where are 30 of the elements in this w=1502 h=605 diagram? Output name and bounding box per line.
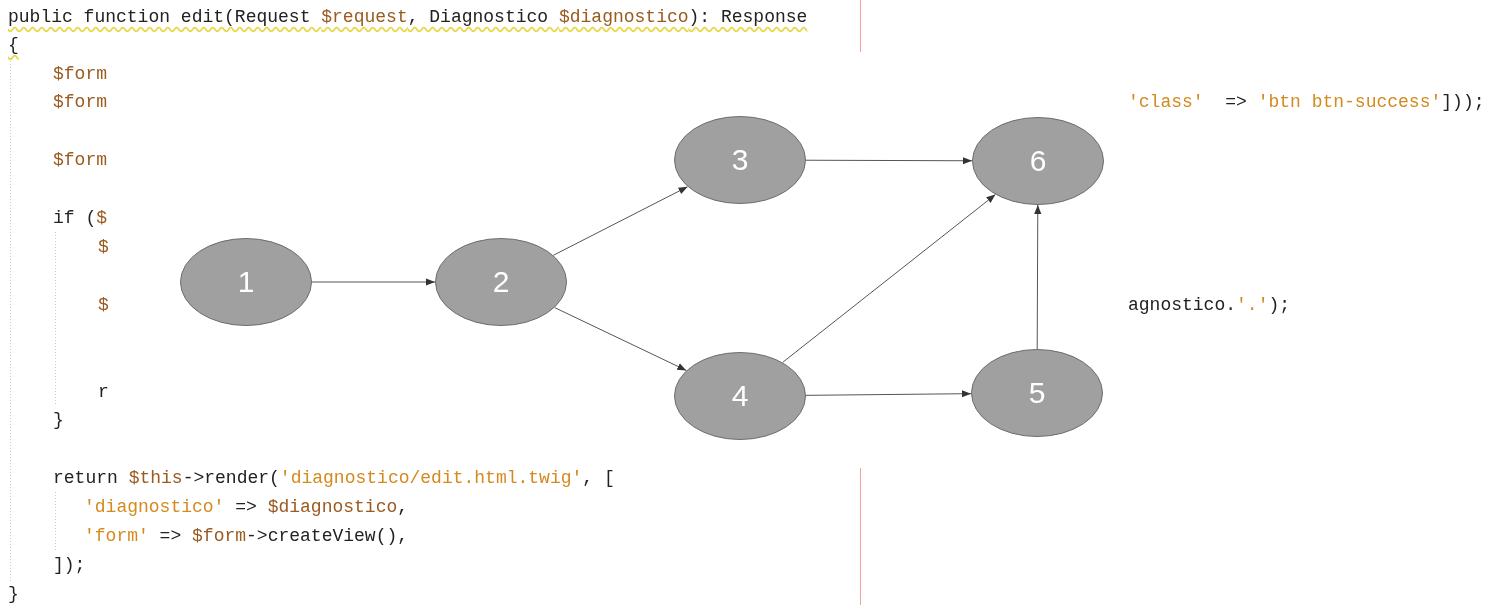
- node-number: 3: [731, 143, 749, 177]
- code-line: $: [98, 294, 109, 316]
- node-number: 6: [1029, 144, 1047, 178]
- code-line: if ($: [53, 207, 108, 229]
- code-line: agnostico.'.');: [1128, 294, 1291, 316]
- arrow: [805, 390, 972, 398]
- code-line: ]);: [53, 554, 86, 576]
- code-line: $: [98, 236, 109, 258]
- code-line: }: [8, 583, 19, 605]
- arrow: [805, 157, 973, 165]
- code-line: public function edit(Request $request, Diagnostico $diagnostico): Response: [8, 6, 808, 28]
- arrow: [554, 307, 687, 371]
- code-line: r: [98, 381, 109, 403]
- node-number: 2: [492, 265, 510, 299]
- arrow: [782, 194, 996, 363]
- arrow: [1034, 204, 1042, 350]
- node-number: 4: [731, 379, 749, 413]
- code-line: $form: [53, 63, 107, 85]
- code-line: 'class' => 'btn btn-success']));: [1128, 91, 1485, 113]
- code-line: return $this->render('diagnostico/edit.html.twig', [: [53, 467, 615, 489]
- code-line: }: [53, 409, 64, 431]
- code-line: 'form' => $form->createView(),: [84, 525, 409, 547]
- code-line: 'diagnostico' => $diagnostico,: [84, 496, 409, 518]
- code-line: $form: [53, 91, 107, 113]
- arrow: [311, 278, 436, 286]
- code-line: {: [8, 34, 19, 56]
- node-number: 5: [1028, 376, 1046, 410]
- arrow: [552, 186, 689, 256]
- code-line: $form: [53, 149, 107, 171]
- node-number: 1: [237, 265, 255, 299]
